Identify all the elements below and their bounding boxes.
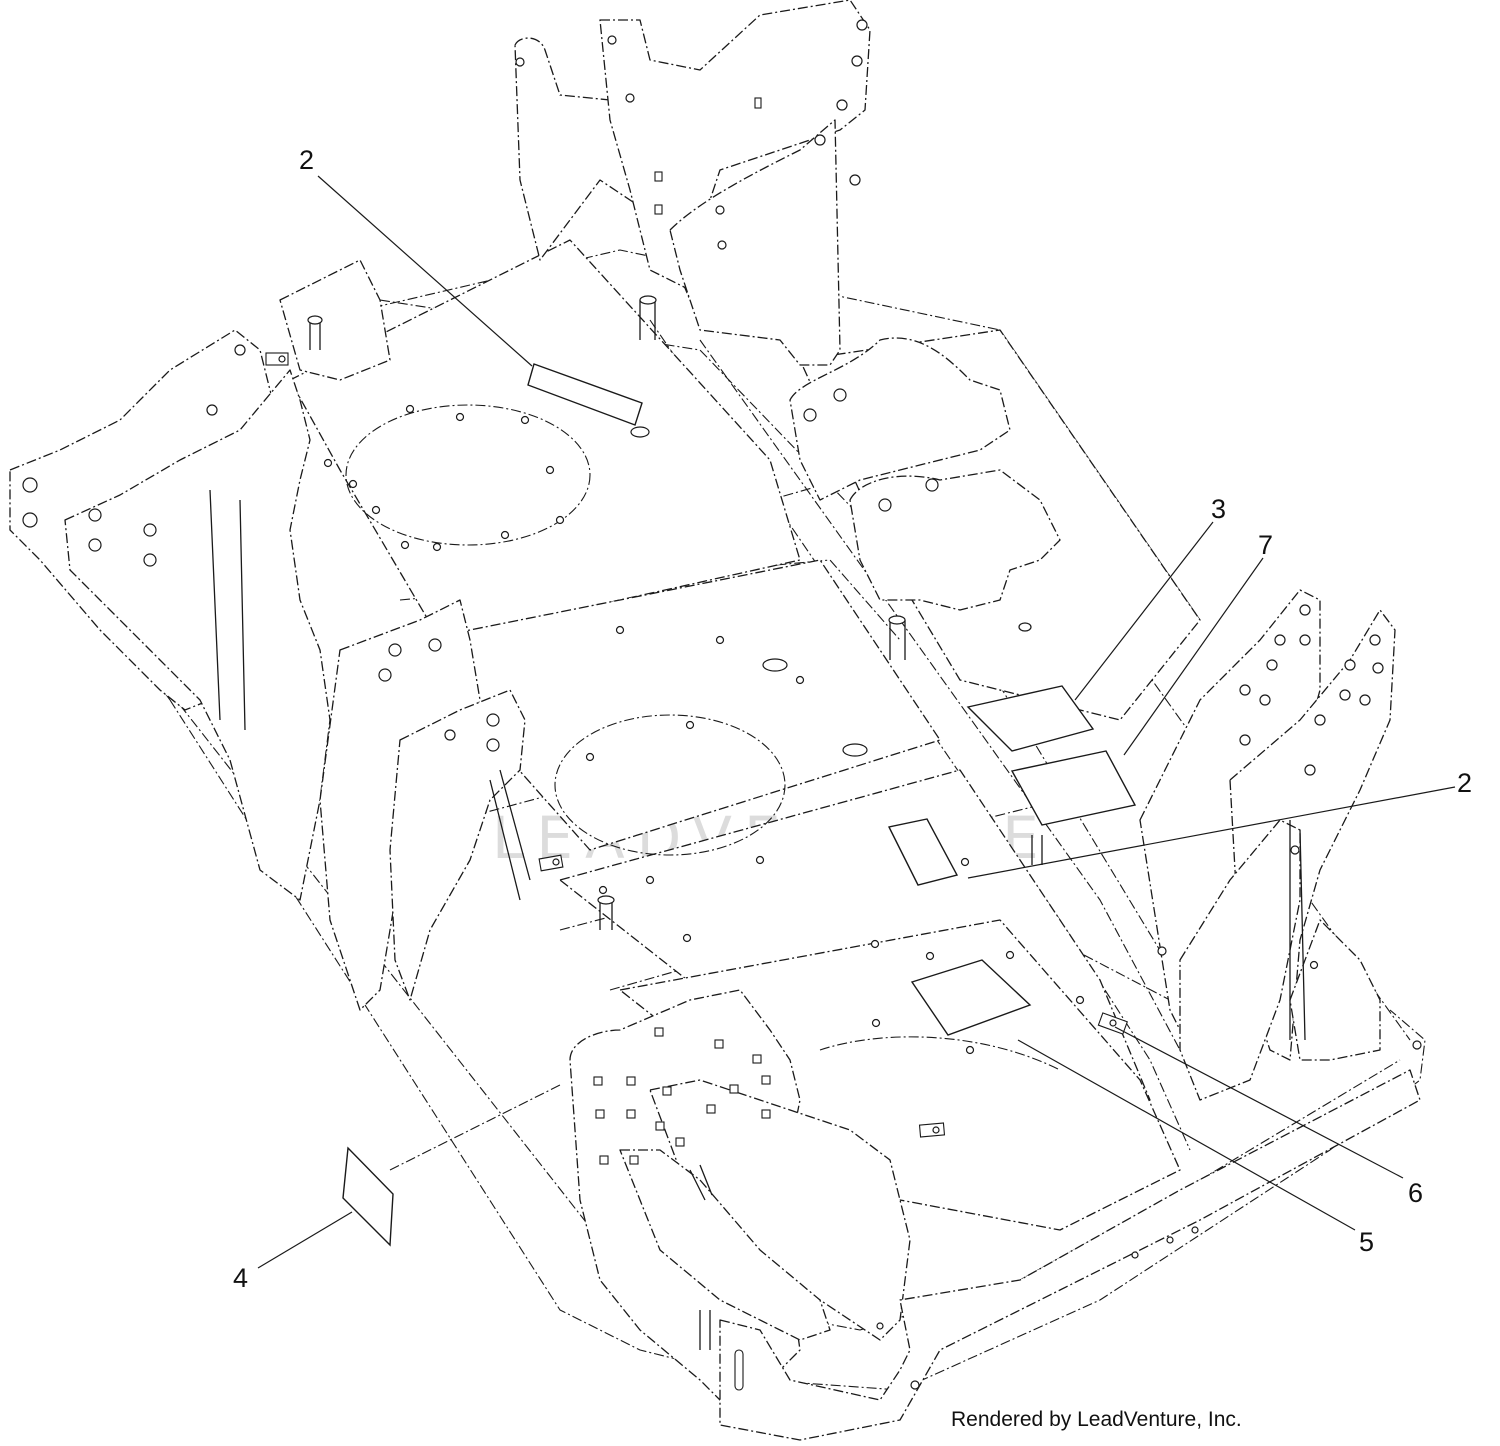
decal-4-projection-line bbox=[389, 1084, 561, 1171]
right-brackets bbox=[1139, 589, 1396, 1101]
rear-uprights bbox=[514, 0, 871, 366]
callout-2-top: 2 bbox=[299, 145, 314, 175]
leader-line-6 bbox=[1114, 1026, 1404, 1179]
callout-2-right: 2 bbox=[1457, 768, 1472, 798]
callout-7: 7 bbox=[1258, 530, 1273, 560]
deck-bolt-holes bbox=[323, 404, 1422, 1055]
spindle-opening-right bbox=[819, 1036, 1061, 1071]
retaining-clips bbox=[538, 854, 1128, 1138]
left-front-brackets bbox=[319, 599, 531, 1011]
retaining-clip-front bbox=[918, 1122, 946, 1138]
callout-4: 4 bbox=[233, 1263, 248, 1293]
deck-openings bbox=[345, 404, 1061, 1071]
decal-item-2-top bbox=[527, 363, 643, 426]
front-channel bbox=[699, 1069, 1421, 1441]
decal-item-3 bbox=[966, 685, 1095, 752]
decals bbox=[342, 363, 1137, 1247]
decal-item-7 bbox=[1010, 750, 1137, 826]
leader-lines bbox=[257, 175, 1456, 1269]
spindle-opening-left bbox=[345, 404, 591, 546]
leader-line-2-right bbox=[967, 786, 1456, 879]
leader-line-2-top bbox=[317, 175, 533, 367]
decal-item-4 bbox=[342, 1146, 394, 1247]
leader-line-7 bbox=[1123, 557, 1264, 756]
spindle-opening-center bbox=[554, 714, 786, 856]
front-wall bbox=[569, 989, 911, 1401]
leader-line-4 bbox=[257, 1211, 353, 1269]
leader-line-5 bbox=[1017, 1039, 1356, 1231]
left-brackets bbox=[9, 259, 391, 901]
leader-line-3 bbox=[1074, 521, 1214, 701]
right-rear-humps bbox=[789, 337, 1061, 660]
decal-item-2-right bbox=[887, 818, 959, 886]
callout-5: 5 bbox=[1359, 1227, 1374, 1257]
callouts: 2 3 7 2 6 5 4 bbox=[233, 145, 1472, 1293]
render-credit: Rendered by LeadVenture, Inc. bbox=[951, 1408, 1242, 1431]
callout-6: 6 bbox=[1408, 1178, 1423, 1208]
decal-item-5 bbox=[910, 959, 1032, 1036]
callout-3: 3 bbox=[1211, 494, 1226, 524]
